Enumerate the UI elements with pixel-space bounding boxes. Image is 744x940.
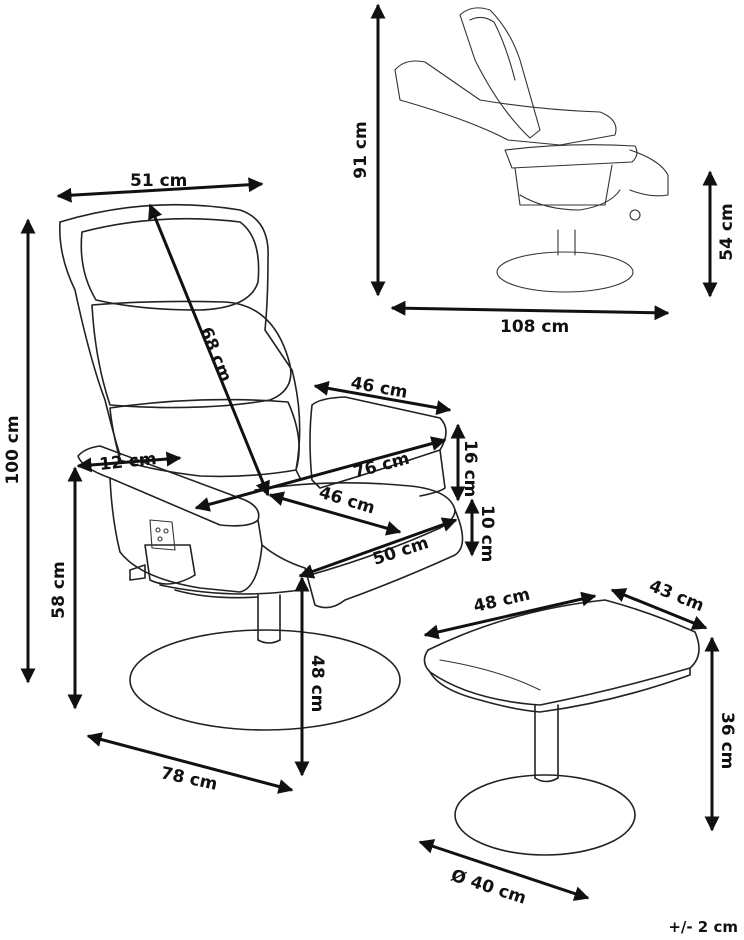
reclined-side-view-drawing bbox=[394, 7, 669, 293]
tolerance-note: +/- 2 cm bbox=[668, 918, 738, 936]
label-footstool-depth: 43 cm bbox=[646, 576, 707, 616]
label-seat-depth: 46 cm bbox=[317, 483, 378, 519]
label-armchair-height: 100 cm bbox=[3, 415, 23, 484]
label-seat-thickness: 10 cm bbox=[477, 505, 497, 562]
label-armrest-height: 58 cm bbox=[49, 561, 69, 618]
label-armrest-width: 12 cm bbox=[98, 449, 157, 475]
label-reclined-length: 108 cm bbox=[500, 317, 569, 337]
label-reclined-height: 91 cm bbox=[351, 121, 371, 178]
label-seat-height: 48 cm bbox=[307, 655, 327, 712]
label-backrest-width: 51 cm bbox=[130, 171, 187, 191]
label-backrest-height: 68 cm bbox=[195, 324, 235, 385]
label-reclined-seat-height: 54 cm bbox=[717, 203, 737, 260]
label-armrest-thickness: 16 cm bbox=[460, 440, 480, 497]
label-seat-depth-total: 76 cm bbox=[351, 449, 412, 483]
label-footstool-height: 36 cm bbox=[717, 712, 737, 769]
label-footstool-base-diameter: Ø 40 cm bbox=[448, 866, 528, 909]
footstool-drawing bbox=[423, 599, 700, 856]
